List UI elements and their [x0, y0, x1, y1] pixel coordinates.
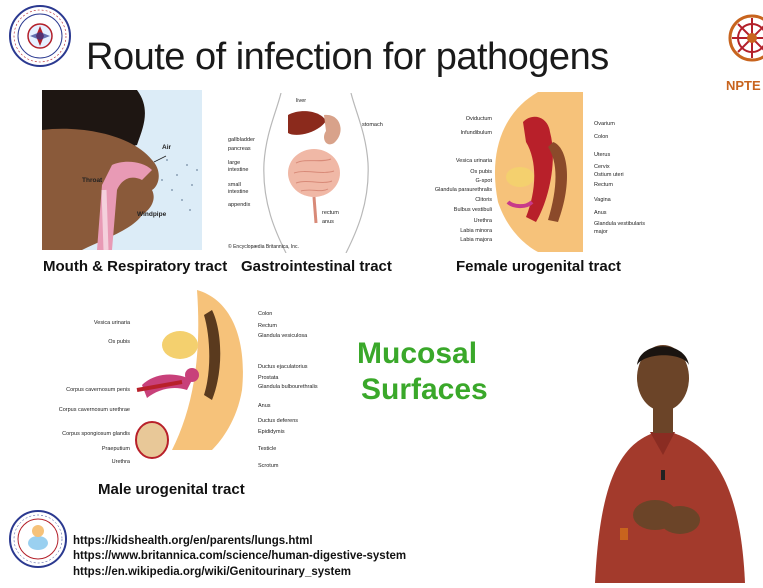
female-right-labels: Ovarium Colon Uterus Cervix Ostium uteri…	[594, 122, 664, 242]
male-right-label: Ductus deferens	[258, 419, 298, 425]
female-left-label: Urethra	[474, 219, 492, 225]
male-right-label: Scrotum	[258, 464, 278, 470]
throat-label: Throat	[82, 178, 102, 185]
female-right-label: Glandula vestibularis	[594, 222, 645, 228]
male-right-label: Rectum	[258, 324, 277, 330]
male-right-label: Testicle	[258, 447, 276, 453]
female-right-label: Colon	[594, 135, 608, 141]
male-left-labels: Vesica urinaria Os pubis Corpus cavernos…	[20, 321, 130, 471]
mucosal-line-2: Surfaces	[361, 372, 488, 408]
female-left-label: Glandula paraurethralis	[435, 188, 492, 194]
female-left-label: Labia majora	[460, 238, 492, 244]
mucosal-line-1: Mucosal	[357, 336, 488, 372]
female-right-label: Vagina	[594, 198, 611, 204]
female-left-label: Infundibulum	[461, 131, 493, 137]
institute-logo	[8, 4, 72, 68]
male-left-label: Corpus cavernosum urethrae	[59, 408, 130, 414]
male-right-label: Ductus ejaculatorius	[258, 365, 308, 371]
gastrointestinal-caption: Gastrointestinal tract	[241, 258, 392, 275]
copyright-label: © Encyclopædia Britannica, Inc.	[228, 245, 299, 250]
rectum-label: rectum	[322, 211, 339, 217]
gastrointestinal-illustration: liver stomach gallbladder pancreas large…	[226, 93, 388, 253]
female-right-label: Uterus	[594, 153, 610, 159]
male-right-label: Prostata	[258, 376, 278, 382]
nptel-text: NPTE	[726, 78, 761, 93]
female-right-label: Rectum	[594, 183, 613, 189]
male-left-label: Corpus cavernosum penis	[66, 388, 130, 394]
presenter-video	[575, 330, 763, 583]
female-left-label: Oviductum	[466, 117, 492, 123]
institute-logo-bottom	[8, 509, 68, 569]
male-left-label: Os pubis	[108, 340, 130, 346]
female-left-labels: Oviductum Infundibulum Vesica urinaria O…	[402, 117, 492, 247]
female-right-label: Ostium uteri	[594, 173, 624, 179]
male-right-label: Epididymis	[258, 430, 285, 436]
small-intestine-label-2: intestine	[228, 190, 249, 196]
female-left-label: G-spot	[475, 179, 492, 185]
male-right-label: Glandula bulbourethralis	[258, 385, 318, 391]
source-link-lungs[interactable]: https://kidshealth.org/en/parents/lungs.…	[73, 535, 313, 547]
male-right-label: Colon	[258, 312, 272, 318]
male-urogenital-illustration	[112, 290, 252, 470]
female-left-label: Bulbus vestibuli	[454, 208, 492, 214]
liver-label: liver	[296, 99, 306, 105]
female-left-label: Labia minora	[460, 229, 492, 235]
male-right-labels: Colon Rectum Glandula vesiculosa Ductus …	[258, 312, 358, 472]
female-right-label: Anus	[594, 211, 607, 217]
windpipe-label: Windpipe	[137, 212, 166, 219]
respiratory-illustration: Air Throat Windpipe	[42, 90, 202, 250]
male-right-label: Anus	[258, 404, 271, 410]
male-left-label: Corpus spongiosum glandis	[62, 432, 130, 438]
male-right-label: Glandula vesiculosa	[258, 334, 307, 340]
nptel-logo: NPTE	[722, 8, 763, 98]
mucosal-surfaces-text: Mucosal Surfaces	[357, 336, 488, 408]
air-label: Air	[162, 145, 171, 152]
female-left-label: Vesica urinaria	[456, 159, 492, 165]
female-right-label: major	[594, 230, 608, 236]
respiratory-caption: Mouth & Respiratory tract	[43, 258, 227, 275]
male-caption: Male urogenital tract	[98, 481, 245, 498]
male-left-label: Praeputium	[102, 447, 130, 453]
anus-label: anus	[322, 220, 334, 226]
source-link-digestive[interactable]: https://www.britannica.com/science/human…	[73, 550, 406, 562]
stomach-label: stomach	[362, 123, 383, 129]
appendix-label: appendix	[228, 203, 250, 209]
large-intestine-label-2: intestine	[228, 168, 249, 174]
female-right-label: Ovarium	[594, 122, 615, 128]
slide-title: Route of infection for pathogens	[86, 36, 609, 79]
gallbladder-label: gallbladder	[228, 138, 255, 144]
male-left-label: Vesica urinaria	[94, 321, 130, 327]
female-caption: Female urogenital tract	[456, 258, 621, 275]
source-link-genitourinary[interactable]: https://en.wikipedia.org/wiki/Genitourin…	[73, 566, 351, 578]
female-right-label: Cervix	[594, 165, 610, 171]
female-left-label: Os pubis	[470, 170, 492, 176]
male-left-label: Urethra	[112, 460, 130, 466]
small-intestine-label-1: small	[228, 183, 241, 189]
pancreas-label: pancreas	[228, 147, 251, 153]
female-left-label: Clitoris	[475, 198, 492, 204]
large-intestine-label-1: large	[228, 161, 240, 167]
